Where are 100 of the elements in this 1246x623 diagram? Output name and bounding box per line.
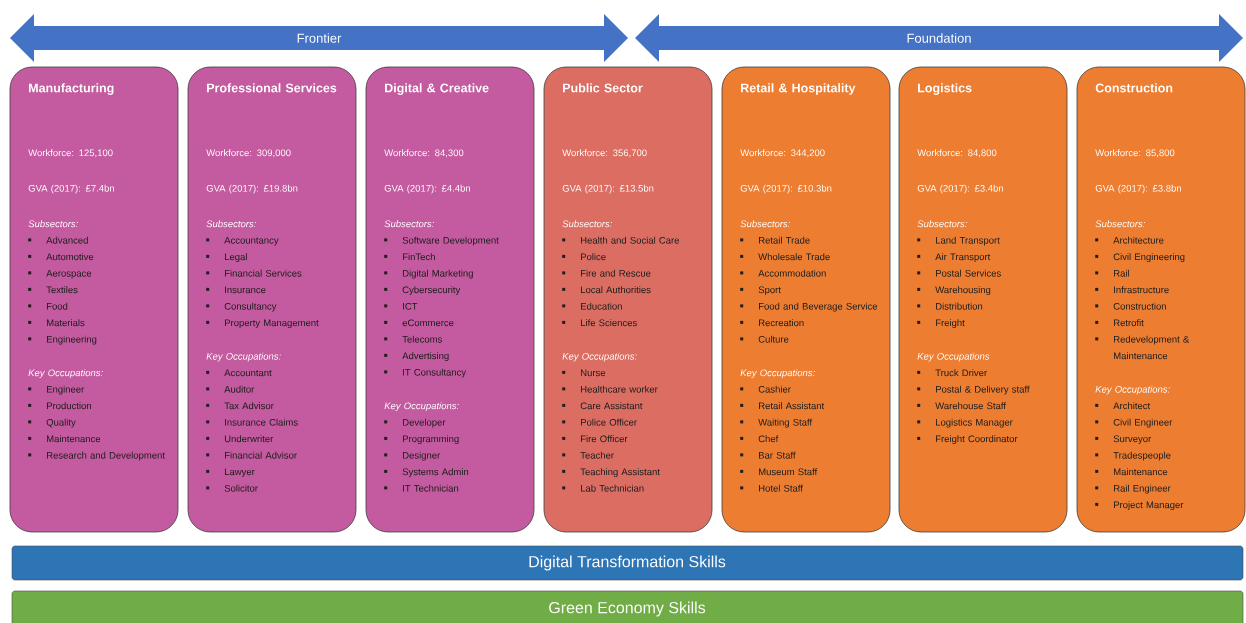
list-item: Civil Engineering	[1095, 253, 1185, 263]
list-item: Lab Technician	[562, 484, 644, 492]
list-item: Lawyer	[206, 468, 255, 478]
card-title: Public Sector	[563, 83, 643, 93]
section-heading: Key Occupations:	[28, 369, 103, 379]
list-item: Food	[28, 302, 68, 310]
list-item: Warehouse Staff	[917, 402, 1006, 410]
list-item: Insurance	[206, 286, 266, 294]
list-item: Financial Services	[206, 269, 302, 277]
list-item: Postal & Delivery staff	[917, 385, 1030, 395]
skill-bar: Green Economy Skills	[11, 590, 1244, 623]
list-item: Warehousing	[917, 286, 991, 296]
card-title: Professional Services	[207, 83, 337, 93]
list-item: Freight Coordinator	[917, 435, 1018, 445]
list-item: Insurance Claims	[206, 418, 298, 426]
list-item: Tradespeople	[1095, 451, 1171, 461]
gva-text: GVA (2017): £13.5bn	[562, 184, 654, 194]
list-item: Surveyor	[1095, 435, 1152, 445]
list-item: Legal	[206, 253, 247, 263]
list-item: Infrastructure	[1095, 286, 1169, 294]
list-item: Textiles	[28, 286, 78, 294]
list-item: Culture	[740, 335, 789, 343]
gva-text: GVA (2017): £4.4bn	[384, 184, 470, 194]
section-heading: Key Occupations:	[562, 352, 637, 362]
workforce-text: Workforce: 85,800	[1095, 149, 1175, 158]
list-item: Local Authorities	[562, 286, 651, 294]
skill-bar: Digital Transformation Skills	[11, 545, 1244, 581]
list-item: Cashier	[740, 385, 791, 393]
list-item: IT Consultancy	[384, 368, 467, 378]
list-item: Accommodation	[740, 269, 826, 277]
list-item: Recreation	[740, 319, 804, 327]
list-item: Retail Assistant	[740, 402, 825, 410]
section-heading: Subsectors:	[28, 220, 78, 228]
list-item: Tax Advisor	[206, 402, 274, 410]
list-item: Construction	[1095, 302, 1166, 310]
list-item: Rail	[1095, 269, 1129, 277]
list-item: Research and Development	[28, 451, 165, 461]
list-item: Accountancy	[206, 237, 279, 246]
workforce-text: Workforce: 309,000	[206, 149, 291, 158]
gva-text: GVA (2017): £10.3bn	[740, 184, 832, 194]
card-title: Digital & Creative	[385, 83, 489, 95]
list-item: Programming	[384, 435, 459, 445]
list-item: ICT	[384, 302, 418, 310]
section-heading: Subsectors:	[740, 220, 790, 228]
section-heading: Subsectors:	[1095, 220, 1145, 228]
list-item: Rail Engineer	[1095, 484, 1171, 494]
section-heading: Key Occupations:	[740, 369, 815, 379]
list-item: Teaching Assistant	[562, 468, 660, 478]
list-item: Maintenance	[1095, 468, 1168, 476]
workforce-text: Workforce: 344,200	[740, 149, 825, 158]
section-heading: Key Occupations	[917, 352, 990, 362]
workforce-text: Workforce: 84,300	[384, 149, 464, 158]
list-item: Healthcare worker	[562, 385, 658, 393]
list-item: Sport	[740, 286, 781, 296]
list-item: eCommerce	[384, 319, 454, 327]
list-item: Museum Staff	[740, 468, 818, 476]
list-item: Solicitor	[206, 484, 258, 492]
list-item: Wholesale Trade	[740, 253, 830, 261]
gva-text: GVA (2017): £7.4bn	[28, 184, 114, 194]
section-heading: Subsectors:	[206, 220, 256, 228]
list-item: Police Officer	[562, 418, 637, 426]
section-heading: Subsectors:	[562, 220, 612, 228]
list-item: Fire and Rescue	[562, 269, 651, 277]
list-item: Systems Admin	[384, 468, 469, 478]
list-item: Postal Services	[917, 269, 1001, 277]
card-title: Manufacturing	[29, 83, 114, 95]
list-item: Production	[28, 402, 91, 410]
list-item: Maintenance	[28, 435, 101, 443]
list-item: Police	[562, 253, 606, 261]
section-heading: Key Occupations:	[206, 352, 281, 362]
list-item: Consultancy	[206, 302, 277, 312]
list-item: Health and Social Care	[562, 236, 680, 244]
list-item: Engineer	[28, 385, 85, 395]
gva-text: GVA (2017): £3.8bn	[1095, 184, 1182, 194]
card-title: Logistics	[918, 83, 972, 95]
section-heading: Subsectors:	[384, 220, 434, 228]
list-item: Chef	[740, 435, 779, 443]
card-title: Retail & Hospitality	[741, 83, 856, 95]
list-item: Care Assistant	[562, 402, 643, 410]
list-item: Aerospace	[28, 270, 92, 279]
list-item: Property Management	[206, 319, 319, 329]
list-item: Software Development	[384, 236, 499, 246]
list-item: Logistics Manager	[917, 418, 1013, 428]
list-item: IT Technician	[384, 484, 459, 492]
list-item: Project Manager	[1095, 501, 1184, 511]
list-item: Education	[562, 302, 622, 310]
list-item: Teacher	[562, 451, 614, 459]
list-item: Cybersecurity	[384, 286, 461, 296]
list-item: Architect	[1095, 402, 1151, 410]
list-item: Architecture	[1095, 236, 1164, 244]
list-item: FinTech	[384, 253, 435, 261]
list-item: Waiting Staff	[740, 418, 813, 428]
list-item: Retail Trade	[740, 236, 810, 244]
section-heading: Key Occupations:	[384, 402, 459, 412]
workforce-text: Workforce: 84,800	[917, 149, 997, 158]
workforce-text: Workforce: 125,100	[28, 149, 113, 158]
list-item: Accountant	[206, 369, 272, 377]
list-item: Quality	[28, 418, 76, 428]
card-title: Construction	[1095, 83, 1173, 93]
list-item: Civil Engineer	[1095, 418, 1173, 428]
